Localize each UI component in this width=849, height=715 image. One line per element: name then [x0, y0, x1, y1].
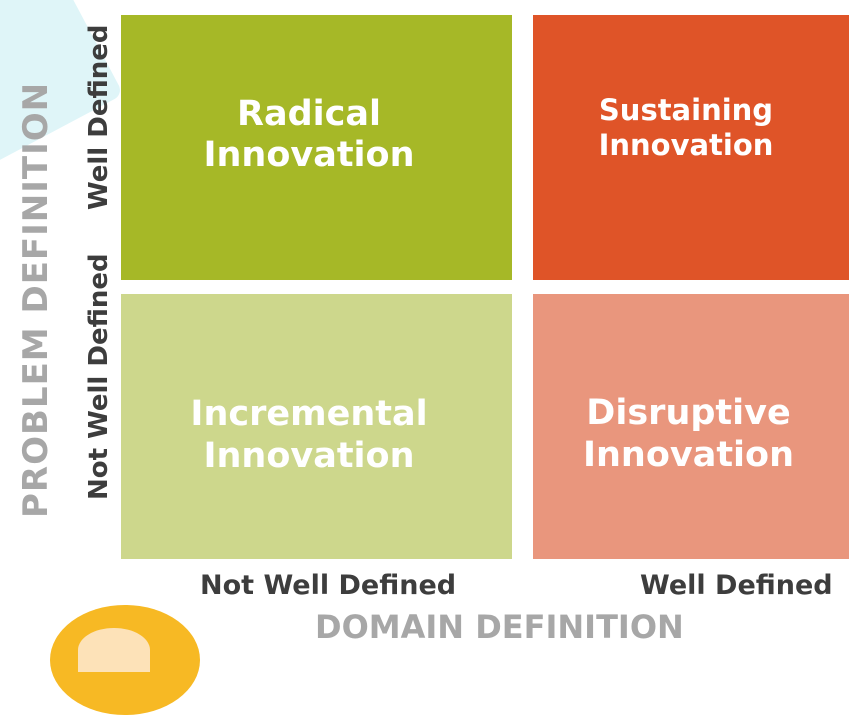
quadrant-sustaining-innovation: Sustaining Innovation — [533, 15, 849, 280]
quadrant-radical-label: Radical Innovation — [203, 93, 415, 175]
x-axis-high-label: Well Defined — [640, 570, 833, 601]
quadrant-disruptive-innovation: Disruptive Innovation — [533, 294, 849, 559]
quadrant-incremental-label: Incremental Innovation — [190, 394, 428, 476]
y-axis-low-label: Not Well Defined — [84, 253, 114, 500]
quadrant-disruptive-label: Disruptive Innovation — [582, 393, 795, 475]
y-axis-title: PROBLEM DEFINITION — [16, 81, 56, 518]
y-axis-high-label: Well Defined — [84, 24, 114, 210]
x-axis-low-label: Not Well Defined — [200, 570, 457, 601]
quadrant-sustaining-label: Sustaining Innovation — [598, 93, 774, 162]
quadrant-incremental-innovation: Incremental Innovation — [121, 294, 512, 559]
x-axis-title: DOMAIN DEFINITION — [315, 608, 684, 646]
quadrant-radical-innovation: Radical Innovation — [121, 15, 512, 280]
avatar-face — [78, 628, 150, 672]
